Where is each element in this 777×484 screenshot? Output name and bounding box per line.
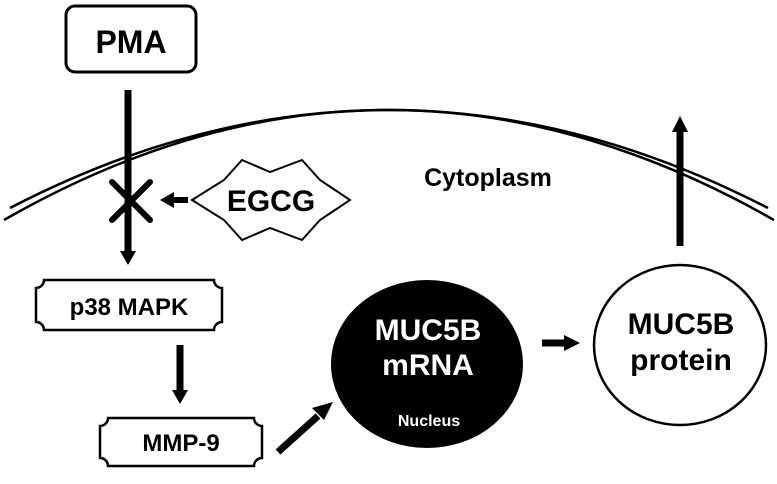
nucleus-label: Nucleus <box>398 413 460 430</box>
muc5b-mrna-nucleus-node: MUC5B mRNA Nucleus <box>331 280 523 448</box>
cytoplasm-label: Cytoplasm <box>424 164 552 192</box>
p38-mapk-node: p38 MAPK <box>34 278 224 332</box>
muc5b-protein-node: MUC5B protein <box>592 263 768 427</box>
muc5b-mrna-label-line2: mRNA <box>382 349 474 382</box>
x-mark-icon <box>109 179 153 223</box>
mmp9-to-mrna-arrow <box>275 402 333 455</box>
pma-node: PMA <box>64 4 198 74</box>
mmp-9-label: MMP-9 <box>142 430 219 457</box>
pma-to-p38-arrow <box>120 90 136 265</box>
protein-secretion-arrow <box>672 116 688 246</box>
cell-membrane <box>3 108 775 222</box>
mmp-9-node: MMP-9 <box>98 416 264 468</box>
egcg-label: EGCG <box>227 185 315 218</box>
pma-label: PMA <box>95 24 166 60</box>
mrna-to-protein-arrow <box>542 335 580 351</box>
p38-to-mmp9-arrow <box>172 345 188 404</box>
egcg-inhibition-arrow <box>160 192 188 208</box>
p38-mapk-label: p38 MAPK <box>70 294 189 321</box>
muc5b-protein-label-line2: protein <box>630 344 732 377</box>
muc5b-mrna-label-line1: MUC5B <box>375 314 482 347</box>
egcg-node: EGCG <box>190 158 352 242</box>
muc5b-protein-label-line1: MUC5B <box>628 308 735 341</box>
